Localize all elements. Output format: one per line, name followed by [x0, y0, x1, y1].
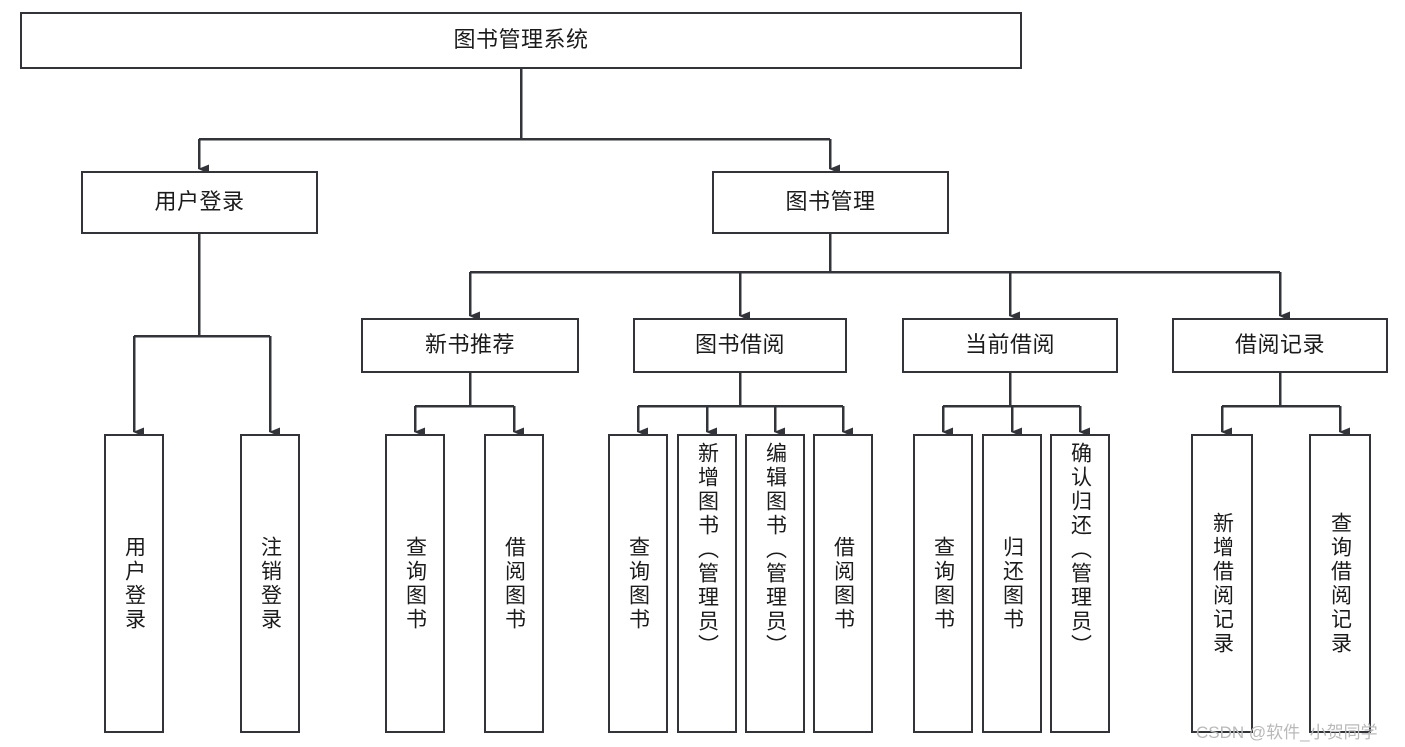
node-label: 新增图书（管理员） [695, 442, 719, 658]
node-label: 用户登录 [122, 535, 146, 632]
node-label: 查询图书 [626, 535, 650, 632]
node-label: 查询借阅记录 [1328, 511, 1352, 656]
node-current[interactable]: 当前借阅 [902, 318, 1118, 373]
node-leaf-query-book-2[interactable]: 查询图书 [608, 434, 668, 733]
node-label: 编辑图书（管理员） [763, 442, 787, 658]
node-leaf-user-login[interactable]: 用户登录 [104, 434, 164, 733]
node-label: 借阅图书 [831, 535, 855, 632]
node-label: 归还图书 [1000, 535, 1024, 632]
node-label: 图书管理系统 [453, 27, 589, 53]
node-label: 借阅记录 [1234, 332, 1325, 358]
node-label: 查询图书 [931, 535, 955, 632]
node-leaf-edit-book[interactable]: 编辑图书（管理员） [745, 434, 805, 733]
node-newbook[interactable]: 新书推荐 [361, 318, 579, 373]
node-leaf-confirm-return[interactable]: 确认归还（管理员） [1050, 434, 1110, 733]
node-leaf-query-book-3[interactable]: 查询图书 [913, 434, 973, 733]
node-label: 图书借阅 [694, 332, 785, 358]
connector-lines [132, 69, 1350, 437]
node-label: 用户登录 [154, 189, 245, 215]
node-leaf-borrow-book-1[interactable]: 借阅图书 [484, 434, 544, 733]
node-label: 借阅图书 [502, 535, 526, 632]
node-label: 查询图书 [403, 535, 427, 632]
node-label: 图书管理 [785, 189, 876, 215]
node-label: 当前借阅 [964, 332, 1055, 358]
watermark-label: CSDN @软件_小贺同学 [1196, 723, 1378, 742]
node-bookmgmt[interactable]: 图书管理 [712, 171, 949, 234]
node-leaf-query-record[interactable]: 查询借阅记录 [1309, 434, 1371, 733]
node-leaf-user-logout[interactable]: 注销登录 [240, 434, 300, 733]
node-borrow[interactable]: 图书借阅 [633, 318, 847, 373]
node-leaf-query-book-1[interactable]: 查询图书 [385, 434, 445, 733]
node-login[interactable]: 用户登录 [81, 171, 318, 234]
node-label: 新增借阅记录 [1210, 511, 1234, 656]
node-leaf-borrow-book-2[interactable]: 借阅图书 [813, 434, 873, 733]
node-leaf-add-record[interactable]: 新增借阅记录 [1191, 434, 1253, 733]
node-label: 注销登录 [258, 535, 282, 632]
node-label: 确认归还（管理员） [1068, 442, 1092, 658]
node-leaf-return-book[interactable]: 归还图书 [982, 434, 1042, 733]
node-label: 新书推荐 [424, 332, 515, 358]
node-root[interactable]: 图书管理系统 [20, 12, 1022, 69]
node-records[interactable]: 借阅记录 [1172, 318, 1388, 373]
node-leaf-add-book[interactable]: 新增图书（管理员） [677, 434, 737, 733]
